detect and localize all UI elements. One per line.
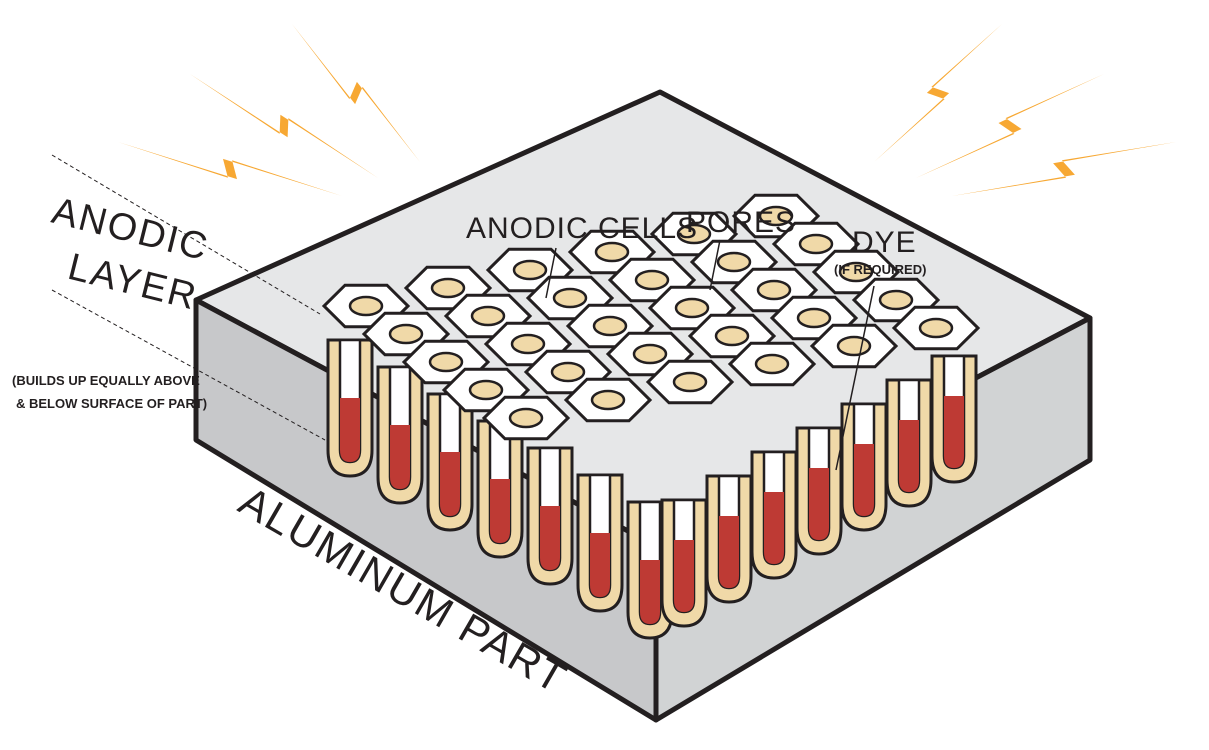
dye-note-label: (IF REQUIRED) (834, 262, 926, 277)
pore-opening (836, 335, 872, 357)
builds-up-note-line1: (BUILDS UP EQUALLY ABOVE (12, 373, 200, 388)
dye-fill (340, 398, 360, 462)
pore-opening (592, 315, 628, 337)
anodic-cell (376, 365, 424, 505)
pore-opening (428, 351, 464, 373)
anodic-cell (526, 446, 574, 586)
pore-opening (510, 333, 546, 355)
dye-fill (390, 425, 410, 489)
pores-label: PORES (686, 206, 796, 239)
pore-opening (796, 307, 832, 329)
lightning-bolt-icon (118, 142, 342, 196)
dye-fill (440, 452, 460, 516)
dye-fill (490, 479, 510, 543)
pore-opening (878, 289, 914, 311)
anodic-cell (885, 378, 933, 508)
pore-opening (552, 287, 588, 309)
pore-opening (758, 205, 794, 227)
anodic-cell (476, 419, 524, 559)
anodic-cell (705, 474, 753, 604)
dye-fill (640, 560, 660, 624)
pore-opening (632, 343, 668, 365)
dye-fill (674, 540, 694, 612)
anodic-cell-fronts (326, 338, 978, 640)
pore-opening (918, 317, 954, 339)
anodic-cell (930, 354, 978, 484)
pores-leader (709, 239, 721, 291)
pore-opening (838, 261, 874, 283)
pore-opening (714, 325, 750, 347)
pore-opening (756, 279, 792, 301)
pore-opening (674, 297, 710, 319)
lightning-bolt-icon (292, 24, 420, 162)
leader-lines (545, 239, 875, 471)
pore-opening (634, 269, 670, 291)
pore-opening (430, 277, 466, 299)
pore-opening (676, 223, 712, 245)
pore-opening (594, 241, 630, 263)
anodic-cell-top (481, 395, 571, 441)
lightning-bolt-icon (874, 24, 1002, 162)
anodic-cell (840, 402, 888, 532)
pore-opening (470, 305, 506, 327)
pore-opening (550, 361, 586, 383)
pore-opening (754, 353, 790, 375)
dye-fill (944, 396, 964, 468)
lightning-bolt-icon (190, 74, 378, 178)
anodic-cells-leader (545, 247, 557, 299)
anodic-cell-top (891, 305, 981, 351)
dye-fill (899, 420, 919, 492)
pore-opening (672, 371, 708, 393)
pore-opening (512, 259, 548, 281)
anodic-cell-top (563, 377, 653, 423)
dye-fill (854, 444, 874, 516)
anodic-cell-top (727, 341, 817, 387)
anodic-cell (750, 450, 798, 580)
pore-opening (716, 251, 752, 273)
anodic-cell (326, 338, 374, 478)
anodic-cell-top (809, 323, 899, 369)
guide-line-lower (51, 289, 326, 441)
anodic-cell-tops (321, 193, 981, 441)
pore-opening (508, 407, 544, 429)
lightning-bolt-icon (916, 74, 1104, 178)
lightning-bolts (118, 24, 1176, 196)
dye-label: DYE (852, 226, 917, 259)
dye-fill (590, 533, 610, 597)
anodic-cell-top (645, 359, 735, 405)
dye-fill (764, 492, 784, 564)
dye-fill (540, 506, 560, 570)
anodic-cells-label: ANODIC CELLS (466, 212, 698, 245)
dye-leader (835, 285, 875, 471)
guide-line-upper (51, 154, 321, 315)
dye-fill (809, 468, 829, 540)
anodic-cell (795, 426, 843, 556)
anodic-cell (576, 473, 624, 613)
dye-fill (719, 516, 739, 588)
pore-opening (468, 379, 504, 401)
anodic-cell (426, 392, 474, 532)
anodic-layer-guides (51, 154, 326, 441)
pore-opening (348, 295, 384, 317)
builds-up-note-line2: & BELOW SURFACE OF PART) (16, 396, 207, 411)
pore-opening (590, 389, 626, 411)
pore-opening (798, 233, 834, 255)
anodic-layer-label: ANODIC LAYER (48, 190, 213, 319)
anodic-cell (660, 498, 708, 628)
lightning-bolt-icon (952, 142, 1176, 196)
pore-opening (388, 323, 424, 345)
